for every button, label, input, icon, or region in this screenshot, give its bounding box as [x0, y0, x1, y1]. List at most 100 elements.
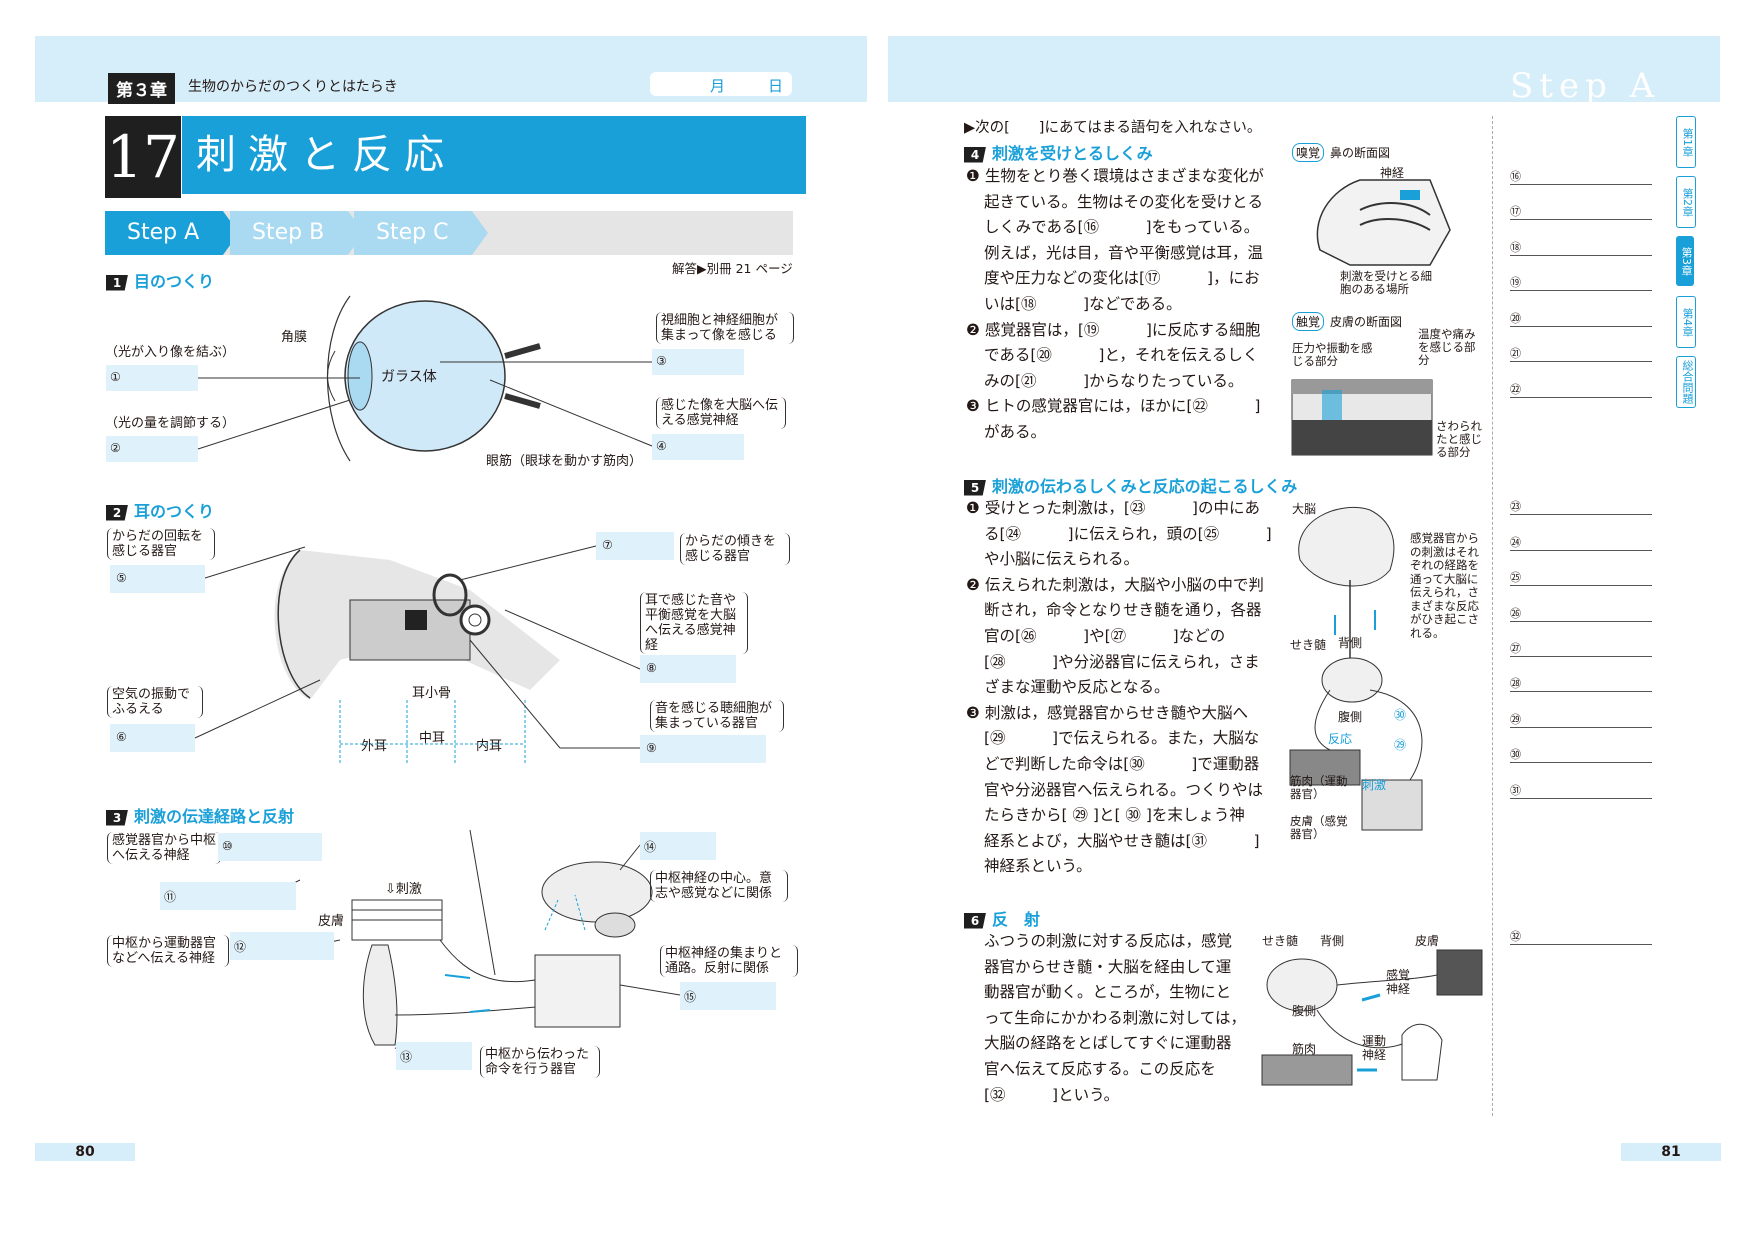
touch-tag: 触覚: [1292, 312, 1325, 331]
fig5-stim: 刺激: [1362, 778, 1387, 792]
side-tab-chapter-4[interactable]: 第4章: [1676, 296, 1696, 348]
blank-1[interactable]: ①: [106, 365, 198, 391]
blank-8[interactable]: ⑧: [640, 655, 736, 683]
smell-caption: 刺激を受けとる細胞のある場所: [1340, 269, 1432, 296]
section-2-number: 2: [106, 504, 128, 521]
blank-2[interactable]: ②: [106, 436, 198, 462]
s5-line: ❶ 受けとった刺激は，[㉓ ]の中にあ: [966, 499, 1260, 517]
answer-slot-17[interactable]: ⑰: [1510, 203, 1652, 220]
answer-slot-20[interactable]: ⑳: [1510, 310, 1652, 327]
answer-slot-31[interactable]: ㉛: [1510, 782, 1652, 799]
answer-slot-32[interactable]: ㉜: [1510, 928, 1652, 945]
skin-section-diagram: [1291, 379, 1433, 456]
side-tab-chapter-1[interactable]: 第1章: [1676, 116, 1696, 168]
s5-line: [㉘ ]や分泌器官に伝えられ，さま: [984, 652, 1260, 671]
s4-line: 起きている。生物はその変化を受けとる: [984, 192, 1264, 211]
nose-section-diagram: [1316, 179, 1451, 266]
note-1: （光が入り像を結ぶ）: [105, 345, 236, 360]
fig6-muscle: 筋肉: [1292, 1042, 1317, 1056]
label-cornea: 角膜: [281, 330, 308, 345]
label-stimulus: ⇩刺激: [385, 882, 422, 897]
fig5-blank-29: ㉙: [1394, 738, 1407, 752]
blank-4[interactable]: ④: [652, 434, 744, 460]
s5-line: ざまな運動や反応となる。: [984, 678, 1170, 697]
smell-figure-title: 鼻の断面図: [1330, 146, 1391, 160]
s6-line: 官へ伝えて反応する。この反応を: [984, 1059, 1216, 1078]
answer-slot-19[interactable]: ⑲: [1510, 274, 1652, 291]
answer-slot-24[interactable]: ㉔: [1510, 534, 1652, 551]
lesson-title: 刺激と反応: [182, 116, 806, 194]
s5-line: 官や分泌器官へ伝えられる。つくりやは: [984, 780, 1264, 799]
blank-12[interactable]: ⑫: [230, 932, 334, 960]
blank-9[interactable]: ⑨: [640, 735, 766, 763]
blank-14[interactable]: ⑭: [640, 832, 716, 860]
blank-11[interactable]: ⑪: [160, 882, 296, 910]
fig5-belly: 腹側: [1338, 710, 1363, 724]
touch-figure-title: 皮膚の断面図: [1330, 315, 1403, 329]
page-number-left: 80: [35, 1143, 135, 1161]
fig6-sense: 感覚神経: [1386, 968, 1411, 996]
fig6-spinal: せき髄: [1262, 934, 1299, 948]
answer-slot-28[interactable]: ㉘: [1510, 675, 1652, 692]
fig5-spinal: せき髄: [1290, 638, 1327, 652]
answer-slot-18[interactable]: ⑱: [1510, 239, 1652, 256]
fig5-note: 感覚器官からの刺激はそれぞれの経路を通って大脳に伝えられ，さまざまな反応がひき起…: [1410, 531, 1479, 640]
label-ossicles: 耳小骨: [412, 686, 452, 701]
answer-slot-30[interactable]: ㉚: [1510, 746, 1652, 763]
note-13: 中枢から伝わった命令を行う器官: [480, 1046, 600, 1078]
s4-line: ❸ ヒトの感覚器官には，ほかに[㉒ ]: [966, 397, 1261, 416]
answer-column-divider: [1492, 116, 1494, 1116]
s6-line: 大脳の経路をとばしてすぐに運動器: [984, 1034, 1232, 1053]
note-12: 中枢から運動器官などへ伝える神経: [107, 935, 229, 967]
note-6: 空気の振動でふるえる: [107, 686, 203, 718]
date-day: 日: [768, 77, 784, 95]
blank-3[interactable]: ③: [652, 349, 744, 375]
page-number-right: 81: [1621, 1143, 1721, 1161]
s5-line: どで判断した命令は[㉚ ]で運動器: [984, 754, 1260, 773]
answer-slot-16[interactable]: ⑯: [1510, 168, 1652, 185]
note-7: からだの傾きを感じる器官: [680, 533, 790, 565]
s4-line: ❶ 生物をとり巻く環境はさまざまな変化が: [966, 167, 1264, 185]
smell-nerve-label: 神経: [1380, 166, 1405, 180]
blank-15[interactable]: ⑮: [680, 982, 776, 1010]
label-outer-ear: 外耳: [361, 739, 388, 754]
right-header-band: [888, 36, 1720, 102]
section-2-title: 耳のつくり: [134, 502, 215, 521]
side-tab-chapter-2[interactable]: 第2章: [1676, 176, 1696, 228]
tab-step-b[interactable]: Step B: [230, 211, 364, 255]
blank-7[interactable]: ⑦: [596, 532, 674, 560]
side-tab-general[interactable]: 総合問題: [1676, 356, 1696, 408]
section-5-number: 5: [964, 479, 986, 496]
blank-6[interactable]: ⑥: [110, 724, 195, 752]
side-tab-chapter-3[interactable]: 第3章: [1676, 236, 1694, 286]
s4-line: いは[⑱ ]などである。: [984, 294, 1182, 313]
fig5-brain: 大脳: [1292, 502, 1317, 516]
blank-5[interactable]: ⑤: [110, 565, 205, 593]
answer-slot-22[interactable]: ㉒: [1510, 381, 1652, 398]
answer-slot-26[interactable]: ㉖: [1510, 605, 1652, 622]
s6-line: 器官からせき髄・大脳を経由して運: [984, 957, 1232, 976]
touch-temp-label: 温度や痛みを感じる部分: [1418, 327, 1476, 367]
section-3-number: 3: [106, 809, 128, 826]
s5-line: 神経系という。: [984, 857, 1092, 876]
answer-slot-29[interactable]: ㉙: [1510, 711, 1652, 728]
note-9: 音を感じる聴細胞が集まっている器官: [650, 700, 784, 732]
answer-slot-23[interactable]: ㉓: [1510, 498, 1652, 515]
s6-line: 動器官が動く。ところが，生物にと: [984, 983, 1232, 1002]
s5-line: 経系とよび，大脳やせき髄は[㉛ ]: [984, 831, 1260, 850]
note-2: （光の量を調節する）: [105, 416, 236, 431]
tab-step-c[interactable]: Step C: [354, 211, 488, 255]
section-4-number: 4: [964, 146, 986, 163]
note-15: 中枢神経の集まりと通路。反射に関係: [660, 945, 798, 977]
answer-slot-21[interactable]: ㉑: [1510, 345, 1652, 362]
blank-13[interactable]: ⑬: [396, 1042, 472, 1070]
blank-10[interactable]: ⑩: [218, 833, 322, 861]
section-4-text: ❶ 生物をとり巻く環境はさまざまな変化が 起きている。生物はその変化を受けとる …: [966, 164, 1286, 446]
answer-slot-25[interactable]: ㉕: [1510, 569, 1652, 586]
tab-step-a[interactable]: Step A: [105, 211, 239, 255]
lesson-number: 17: [105, 116, 181, 198]
answer-slot-27[interactable]: ㉗: [1510, 640, 1652, 657]
s6-line: [㉜ ]という。: [984, 1085, 1120, 1104]
s5-line: ❷ 伝えられた刺激は，大脳や小脳の中で判: [966, 575, 1264, 594]
